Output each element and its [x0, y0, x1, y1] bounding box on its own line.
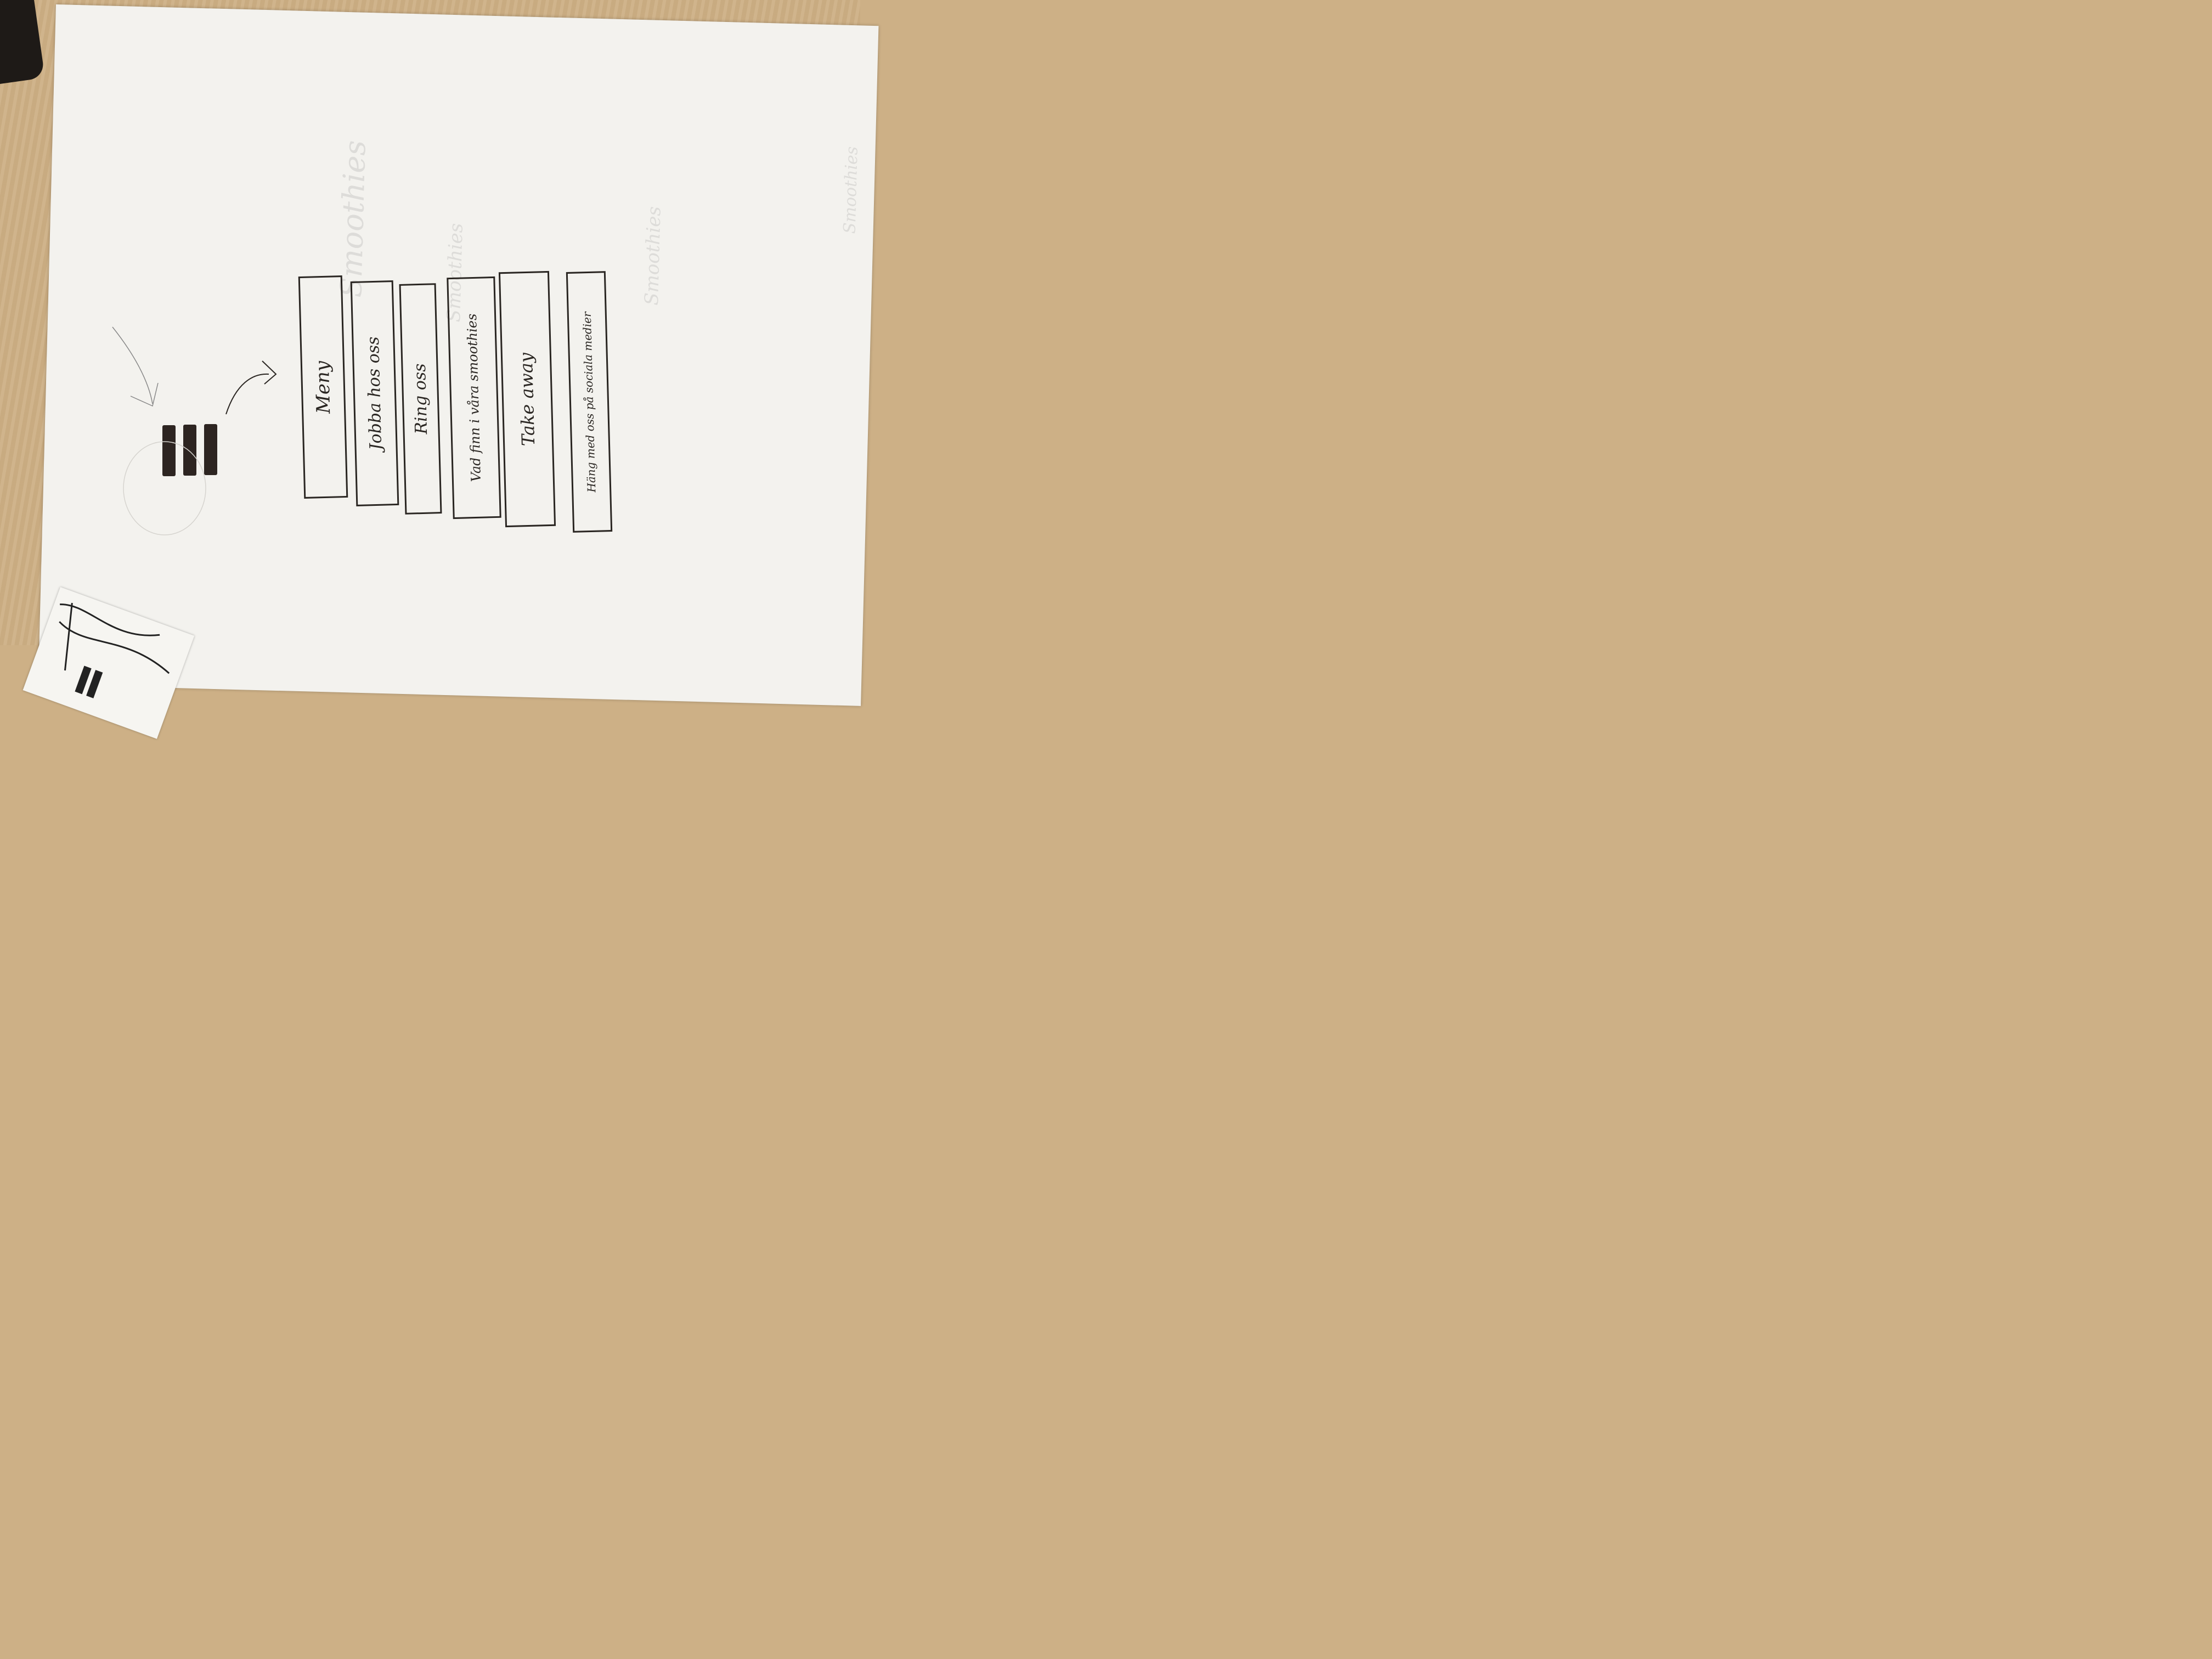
menu-item-meny[interactable]: Meny — [298, 275, 348, 499]
menu-item-jobba-hos-oss[interactable]: Jobba hos oss — [350, 280, 399, 506]
menu-item-hang-med-oss[interactable]: Häng med oss på sociala medier — [566, 271, 613, 533]
menu-item-vad-finn-i-vara-smoothies[interactable]: Vad finn i våra smoothies — [447, 276, 501, 520]
second-sketch-sheet — [22, 587, 195, 739]
hamburger-menu-icon — [162, 424, 217, 476]
menu-item-label: Ring oss — [410, 363, 431, 435]
pencil-arrow-icon — [112, 326, 159, 407]
faint-pencil-circle — [123, 441, 206, 535]
sketch-drawing — [112, 326, 277, 535]
menu-item-label: Jobba hos oss — [363, 336, 386, 450]
menu-item-label: Take away — [515, 352, 539, 446]
menu-item-label: Meny — [311, 360, 335, 414]
menu-item-take-away[interactable]: Take away — [498, 270, 556, 528]
menu-item-ring-oss[interactable]: Ring oss — [399, 283, 442, 515]
menu-item-label: Vad finn i våra smoothies — [464, 313, 484, 482]
arrow-icon — [225, 360, 277, 415]
second-sheet-scribbles — [59, 602, 170, 698]
menu-item-label: Häng med oss på sociala medier — [580, 311, 599, 493]
